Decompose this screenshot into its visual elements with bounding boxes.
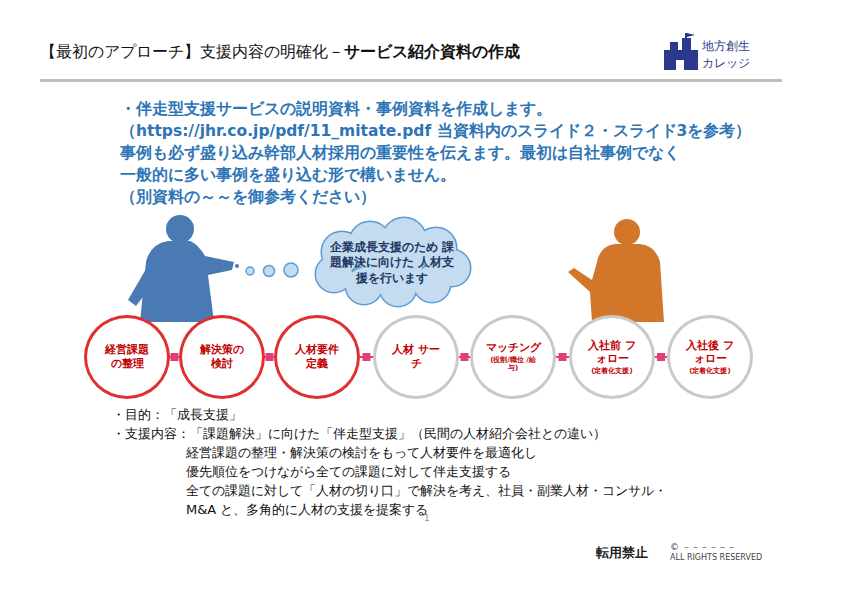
connector-square (266, 353, 274, 361)
presenter-silhouette (128, 215, 234, 322)
connector-square (657, 353, 665, 361)
step-label: マッチング (486, 341, 541, 355)
instruction-note: 事例も必ず盛り込み幹部人材採用の重要性を伝えます。最初は自社事例でなく 一般的に… (120, 142, 692, 186)
step-note: (定着化支援) (591, 367, 632, 375)
pointer-dots (235, 264, 239, 268)
step-note: (役割/職位 /給与) (488, 356, 538, 373)
step-label: 解決策の 検討 (194, 343, 250, 371)
process-circle: 解決策の 検討 (179, 315, 265, 399)
process-circle: 経営課題 の整理 (84, 315, 170, 399)
header-row: 【最初のアプローチ】支援内容の明確化－サービス紹介資料の作成 (40, 42, 520, 63)
logo-text: 地方創生 (702, 37, 750, 56)
process-circle: 入社後 フォロー(定着化支援) (667, 315, 753, 399)
process-circle: マッチング(役割/職位 /給与) (470, 315, 556, 399)
process-circle: 人材要件 定義 (274, 315, 360, 399)
step-label: 人材 サーチ (388, 343, 444, 371)
support-text: 全ての課題に対して「人材の切り口」で解決を考え、社員・副業人材・コンサル・M&A… (186, 481, 689, 519)
page-number: 1 (424, 513, 430, 524)
cloud-text: 企業成長支援のため 課題解決に向けた 人材支援を行います (330, 240, 455, 287)
logo-icon (664, 33, 698, 70)
listener-silhouette (568, 219, 664, 322)
support-text: 優先順位をつけながら全ての課題に対して伴走支援する (186, 462, 746, 481)
slide-title-emphasis: サービス紹介資料の作成 (344, 42, 520, 61)
thought-cloud: 企業成長支援のため 課題解決に向けた 人材支援を行います (312, 222, 472, 304)
step-label: 入社前 フォロー (584, 339, 640, 367)
support-text: ・支援内容：「課題解決」に向けた「伴走型支援」（民間の人材紹介会社との違い） (112, 424, 752, 443)
copyright: © －－－－－－ (670, 542, 736, 553)
instruction-note: （別資料の～～を御参考ください） (120, 186, 520, 208)
connector-square (461, 353, 469, 361)
purpose-text: ・目的：「成長支援」 (112, 405, 412, 424)
step-label: 入社後 フォロー (682, 339, 738, 367)
reference-note: （https://jhr.co.jp/pdf/11_mitate.pdf 当資料… (120, 120, 800, 142)
copyright: ALL RIGHTS RESERVED (670, 553, 762, 563)
support-text: 経営課題の整理・解決策の検討をもって人材要件を最適化し (186, 443, 746, 462)
process-circle: 人材 サーチ (373, 315, 459, 399)
header-rule (40, 79, 782, 82)
step-label: 経営課題 の整理 (99, 343, 155, 371)
instruction-note: ・伴走型支援サービスの説明資料・事例資料を作成します。 (120, 98, 760, 120)
step-note: (定着化支援) (689, 367, 730, 375)
connector-square (559, 353, 567, 361)
step-label: 人材要件 定義 (289, 343, 345, 371)
process-circle: 入社前 フォロー(定着化支援) (569, 315, 655, 399)
connector-square (363, 353, 371, 361)
logo-text: カレッジ (702, 54, 750, 73)
connector-square (171, 353, 179, 361)
thought-bubbles (246, 263, 298, 277)
reuse-notice: 転用禁止 (596, 543, 648, 562)
slide-title: 【最初のアプローチ】支援内容の明確化－ (40, 42, 344, 61)
